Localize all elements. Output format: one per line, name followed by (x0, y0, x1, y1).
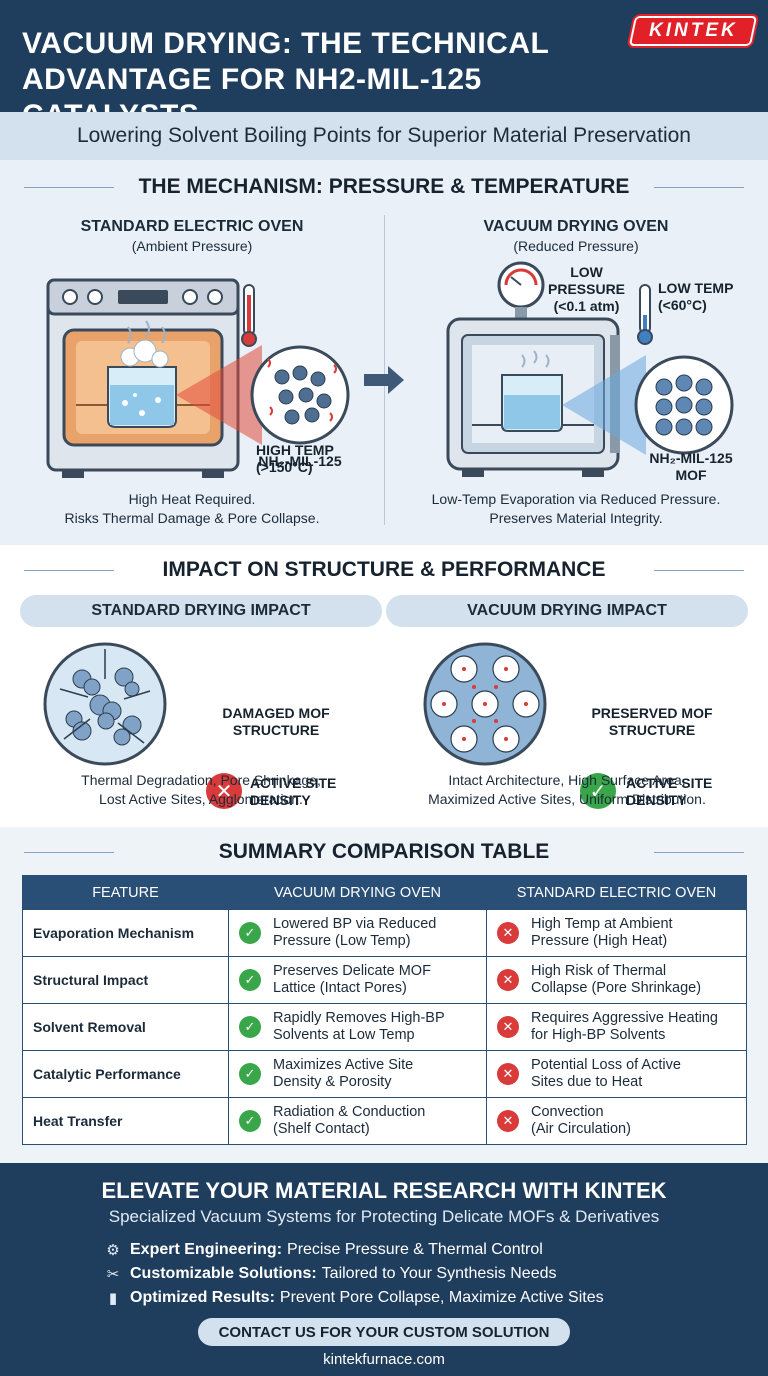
bar-chart-icon: ▮ (108, 1290, 118, 1307)
footer-feature-list: ⚙ Expert Engineering:Precise Pressure & … (102, 1238, 722, 1310)
x-icon: ✕ (497, 1016, 519, 1038)
comparison-section: SUMMARY COMPARISON TABLE FEATURE VACUUM … (0, 827, 768, 1163)
high-temp-label: HIGH TEMP (>150°C) (256, 442, 334, 475)
list-item: ⚙ Expert Engineering:Precise Pressure & … (102, 1238, 722, 1262)
low-temp-label: LOW TEMP (<60°C) (658, 280, 734, 313)
standard-impact-caption: Thermal Degradation, Pore Shrinkage, Los… (81, 772, 321, 807)
vacuum-oven-title: VACUUM DRYING OVEN (483, 218, 669, 235)
check-icon: ✓ (239, 1110, 261, 1132)
feature-cell: Solvent Removal (22, 1003, 229, 1051)
feature-cell: Heat Transfer (22, 1097, 229, 1145)
column-header: FEATURE (22, 875, 229, 910)
impact-heading: IMPACT ON STRUCTURE & PERFORMANCE (0, 553, 768, 587)
damaged-mof-illustration (43, 642, 167, 766)
check-icon: ✓ (239, 1016, 261, 1038)
divider (384, 215, 385, 525)
vacuum-impact-card: VACUUM DRYING IMPACT PRESERVED MOF STRUC… (386, 595, 748, 820)
header: VACUUM DRYING: THE TECHNICAL ADVANTAGE F… (0, 0, 768, 132)
vacuum-impact-caption: Intact Architecture, High Surface Area, … (428, 772, 706, 807)
column-header: VACUUM DRYING OVEN (228, 875, 487, 910)
damaged-structure-label: DAMAGED MOF STRUCTURE (222, 705, 330, 738)
mechanism-section: THE MECHANISM: PRESSURE & TEMPERATURE ST… (0, 160, 768, 545)
tools-icon: ✂ (106, 1266, 120, 1283)
check-icon: ✓ (239, 922, 261, 944)
impact-section: IMPACT ON STRUCTURE & PERFORMANCE STANDA… (0, 545, 768, 827)
active-site-label-vacuum: ACTIVE SITE DENSITY (626, 775, 713, 808)
vacuum-oven-illustration (446, 261, 734, 477)
feature-cell: Structural Impact (22, 956, 229, 1004)
low-pressure-label: LOW PRESSURE (<0.1 atm) (548, 264, 626, 314)
preserved-structure-label: PRESERVED MOF STRUCTURE (591, 705, 713, 738)
x-icon: ✕ (497, 922, 519, 944)
table-row: Catalytic Performance✓Maximizes Active S… (22, 1050, 747, 1098)
table-row: Structural Impact✓Preserves Delicate MOF… (22, 956, 747, 1004)
x-icon: ✕ (497, 1063, 519, 1085)
vacuum-oven-subtitle: (Reduced Pressure) (513, 238, 639, 254)
table-heading: SUMMARY COMPARISON TABLE (0, 835, 768, 869)
standard-oven-illustration (46, 278, 350, 478)
footer: ELEVATE YOUR MATERIAL RESEARCH WITH KINT… (0, 1163, 768, 1376)
standard-oven-column: STANDARD ELECTRIC OVEN (Ambient Pressure… (0, 160, 384, 545)
standard-oven-subtitle: (Ambient Pressure) (131, 238, 253, 254)
vacuum-cell: ✓Radiation & Conduction(Shelf Contact) (228, 1097, 487, 1145)
mof-label-right: NH₂-MIL-125 MOF (649, 450, 733, 483)
gear-icon: ⚙ (106, 1242, 120, 1259)
vacuum-oven-column: VACUUM DRYING OVEN (Reduced Pressure) (384, 160, 768, 545)
column-header: STANDARD ELECTRIC OVEN (486, 875, 747, 910)
website-link[interactable]: kintekfurnace.com (323, 1351, 445, 1368)
preserved-mof-illustration (423, 642, 547, 766)
check-icon: ✓ (239, 1063, 261, 1085)
standard-oven-caption: High Heat Required. Risks Thermal Damage… (64, 491, 320, 526)
standard-cell: ✕Convection(Air Circulation) (486, 1097, 747, 1145)
standard-impact-title: STANDARD DRYING IMPACT (20, 595, 382, 627)
page-title: VACUUM DRYING: THE TECHNICAL ADVANTAGE F… (22, 27, 549, 132)
x-icon: ✕ (497, 1110, 519, 1132)
footer-subtitle: Specialized Vacuum Systems for Protectin… (108, 1207, 660, 1226)
table-header-row: FEATURE VACUUM DRYING OVEN STANDARD ELEC… (22, 875, 747, 910)
vacuum-oven-caption: Low-Temp Evaporation via Reduced Pressur… (431, 491, 721, 526)
x-icon: ✕ (206, 773, 242, 809)
contact-us-button[interactable]: CONTACT US FOR YOUR CUSTOM SOLUTION (198, 1318, 570, 1346)
mof-label-left: NH₂-MIL-125 (258, 453, 342, 469)
comparison-table: FEATURE VACUUM DRYING OVEN STANDARD ELEC… (22, 875, 747, 1145)
mechanism-heading: THE MECHANISM: PRESSURE & TEMPERATURE (0, 170, 768, 204)
x-icon: ✕ (497, 969, 519, 991)
list-item: ▮ Optimized Results:Prevent Pore Collaps… (102, 1286, 722, 1310)
footer-title: ELEVATE YOUR MATERIAL RESEARCH WITH KINT… (101, 1178, 667, 1203)
list-item: ✂ Customizable Solutions:Tailored to You… (102, 1262, 722, 1286)
feature-cell: Evaporation Mechanism (22, 909, 229, 957)
active-site-label-standard: ACTIVE SITE DENSITY (250, 775, 337, 808)
check-icon: ✓ (239, 969, 261, 991)
kintek-logo[interactable]: KINTEK (628, 16, 758, 46)
standard-oven-title: STANDARD ELECTRIC OVEN (80, 218, 304, 235)
table-row: Evaporation Mechanism✓Lowered BP via Red… (22, 909, 747, 957)
arrow-right-icon (364, 366, 404, 394)
subtitle-bar: Lowering Solvent Boiling Points for Supe… (0, 112, 768, 160)
table-row: Heat Transfer✓Radiation & Conduction(She… (22, 1097, 747, 1145)
vacuum-impact-title: VACUUM DRYING IMPACT (386, 595, 748, 627)
standard-impact-card: STANDARD DRYING IMPACT DAMAGED MOF STRUC… (20, 595, 382, 820)
page-subtitle: Lowering Solvent Boiling Points for Supe… (77, 124, 691, 147)
feature-cell: Catalytic Performance (22, 1050, 229, 1098)
check-icon: ✓ (580, 773, 616, 809)
